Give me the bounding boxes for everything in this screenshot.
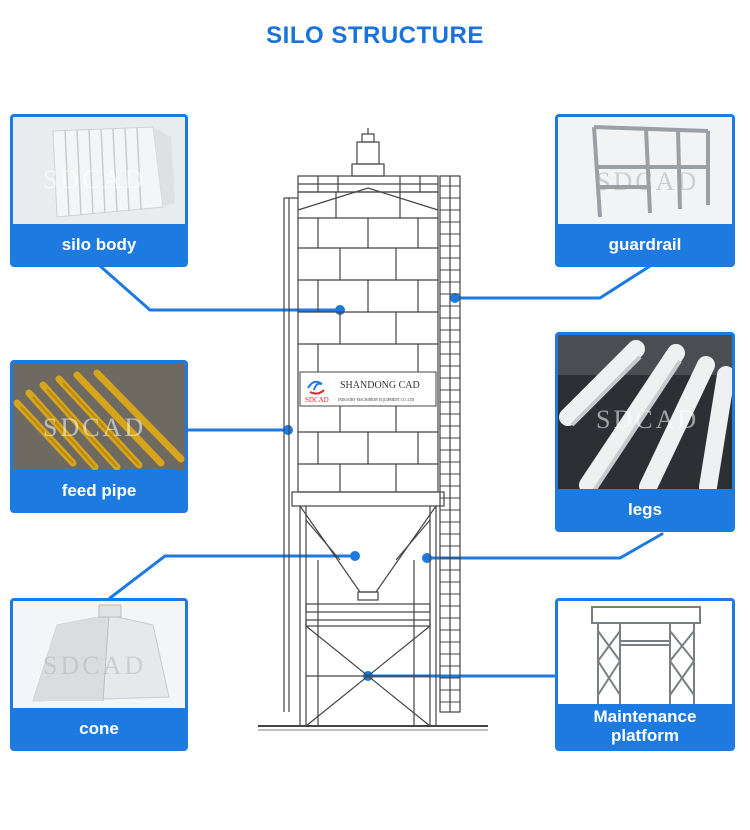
- label-feed-pipe: feed pipe: [13, 470, 185, 510]
- label-silo-body: silo body: [13, 224, 185, 264]
- connector-silo-body: [98, 264, 342, 312]
- card-legs: SDCAD legs: [555, 332, 735, 532]
- silo-body-photo: [13, 117, 185, 227]
- connector-legs: [425, 532, 664, 560]
- watermark: SDCAD: [43, 413, 147, 442]
- connector-dot-cone: [350, 551, 360, 561]
- connector-dot-guardrail: [450, 293, 460, 303]
- label-maintenance-platform: Maintenance platform: [558, 704, 732, 748]
- feed-pipe-photo: [13, 363, 185, 473]
- label-legs: legs: [558, 489, 732, 529]
- platform-photo: [558, 601, 732, 709]
- sdcad-logo: [307, 380, 325, 395]
- page-title: SILO STRUCTURE: [266, 22, 484, 49]
- card-guardrail: SDCAD guardrail: [555, 114, 735, 267]
- sign-sub-brand: SDCAD: [305, 396, 329, 404]
- sign-brand: SHANDONG CAD: [340, 380, 420, 391]
- legs-photo: [558, 335, 732, 491]
- connector-guardrail: [453, 264, 652, 300]
- label-cone: cone: [13, 708, 185, 748]
- watermark: SDCAD: [596, 167, 700, 196]
- watermark: SDCAD: [43, 165, 147, 194]
- card-maintenance-platform: Maintenance platform: [555, 598, 735, 751]
- card-silo-body: SDCAD silo body: [10, 114, 188, 267]
- card-feed-pipe: SDCAD feed pipe: [10, 360, 188, 513]
- guardrail-photo: [558, 117, 732, 227]
- cone-photo: [13, 601, 185, 711]
- watermark: SDCAD: [596, 405, 700, 434]
- connector-cone: [108, 554, 357, 600]
- sign-company: INDUSTRY MACHINERY EQUIPMENT CO.,LTD: [338, 398, 415, 403]
- connector-dot-feed-pipe: [283, 425, 293, 435]
- label-guardrail: guardrail: [558, 224, 732, 264]
- card-cone: SDCAD cone: [10, 598, 188, 751]
- watermark: SDCAD: [43, 651, 147, 680]
